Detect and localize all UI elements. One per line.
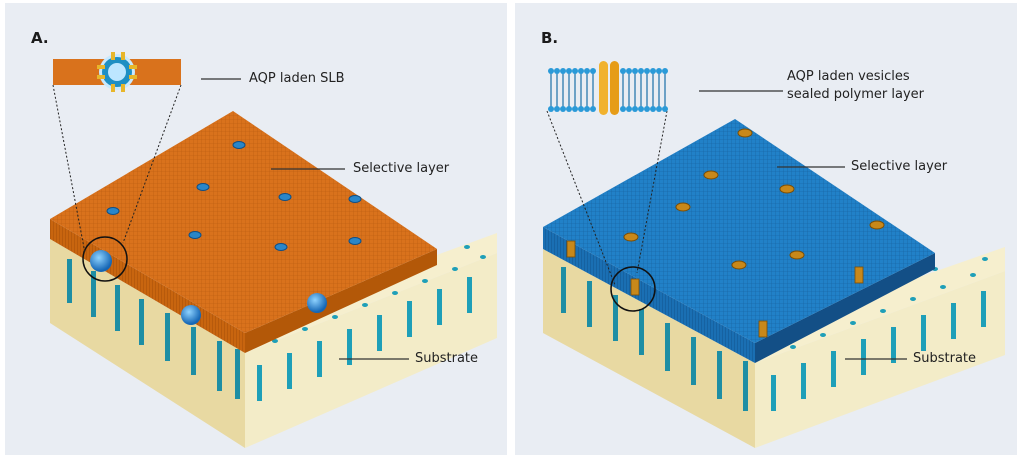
substrate-label-b: Substrate: [913, 351, 976, 367]
panel-a: A. AQP laden SLB Selective layer Substra…: [5, 3, 507, 455]
selective-layer-label-b: Selective layer: [851, 159, 947, 175]
panel-b-diagram: [515, 3, 1017, 455]
panel-a-letter: A.: [31, 29, 49, 47]
aqp-slb-label: AQP laden SLB: [249, 71, 344, 87]
aqp-vesicles-label: AQP laden vesicles: [787, 69, 910, 85]
substrate-label-a: Substrate: [415, 351, 478, 367]
selective-layer-label-a: Selective layer: [353, 161, 449, 177]
sealed-polymer-label: sealed polymer layer: [787, 87, 924, 103]
panel-b-letter: B.: [541, 29, 558, 47]
panel-b: B. AQP laden vesicles sealed polymer lay…: [515, 3, 1017, 455]
slb-inset: [53, 52, 181, 92]
bilayer-inset: [548, 61, 668, 115]
